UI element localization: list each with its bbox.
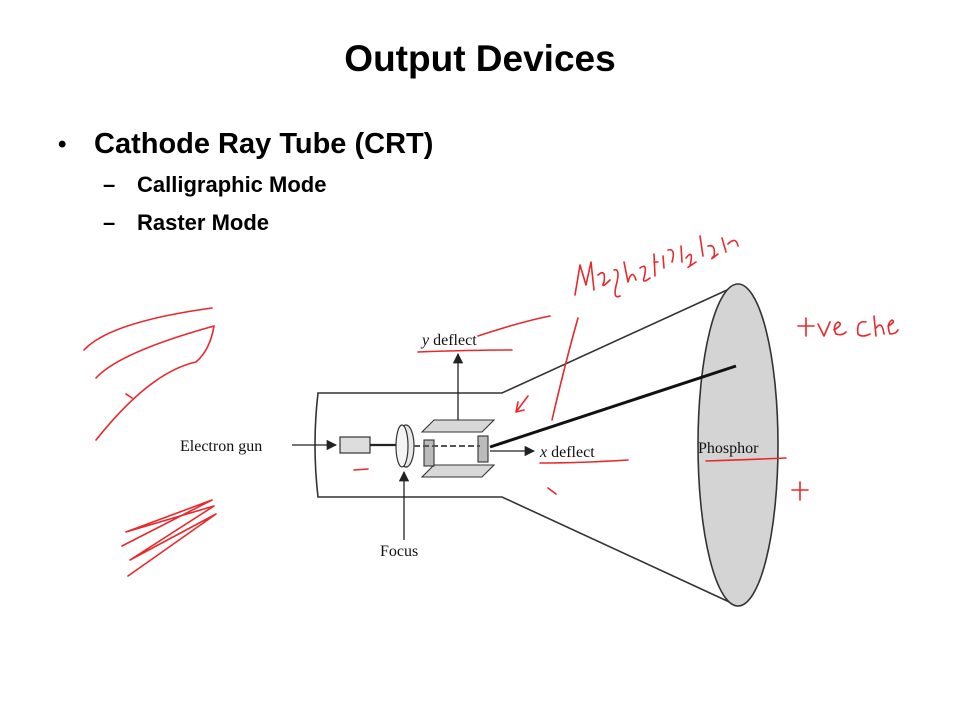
sub-dash: – [103, 172, 116, 197]
ink-dash-1 [547, 487, 557, 495]
electron-gun [339, 436, 371, 454]
ink-small-arrow [515, 395, 529, 413]
bullet-crt: • Cathode Ray Tube (CRT) [58, 128, 433, 161]
ink-underline-ydeflect [417, 349, 513, 353]
y-deflect-plate-top [420, 419, 496, 433]
bullet-text: Cathode Ray Tube (CRT) [94, 128, 434, 160]
ink-doodle-tick [125, 393, 133, 399]
x-deflect-plate-right [477, 435, 489, 463]
phosphor-screen [697, 283, 779, 607]
sub-item-label: Calligraphic Mode [137, 172, 327, 197]
ink-minus [353, 468, 369, 471]
electron-gun-label: Electron gun [180, 438, 262, 455]
y-deflect-plate-bottom [420, 464, 496, 478]
x-deflect-plate-left [423, 439, 435, 467]
slide-title: Output Devices [344, 38, 616, 79]
phosphor-label: Phosphor [698, 440, 759, 457]
ink-stroke-ydeflect [477, 315, 551, 337]
electron-beam [489, 364, 737, 449]
handwritten-annotations [83, 235, 899, 577]
ink-magnetic-field [574, 235, 739, 298]
ink-plus-ve-charge [797, 315, 899, 337]
ink-underline-xdeflect [539, 459, 629, 464]
sub-item-calligraphic: – Calligraphic Mode [103, 172, 326, 198]
ink-doodle-wave-2 [95, 325, 215, 441]
sub-dash: – [103, 210, 116, 235]
y-deflect-label: y deflect [420, 332, 477, 349]
bullet-dot: • [58, 130, 67, 158]
sub-item-raster: – Raster Mode [103, 210, 269, 236]
focus-lens-rim [395, 424, 409, 468]
ink-underline-phosphor [705, 457, 787, 462]
ink-doodle-wave-1 [83, 307, 213, 351]
ink-doodle-zigzag [121, 499, 217, 577]
focus-label: Focus [380, 543, 418, 560]
ink-plus-sign [791, 481, 809, 501]
ink-field-line [551, 317, 579, 421]
x-deflect-label: x deflect [539, 444, 595, 461]
sub-item-label: Raster Mode [137, 210, 270, 235]
